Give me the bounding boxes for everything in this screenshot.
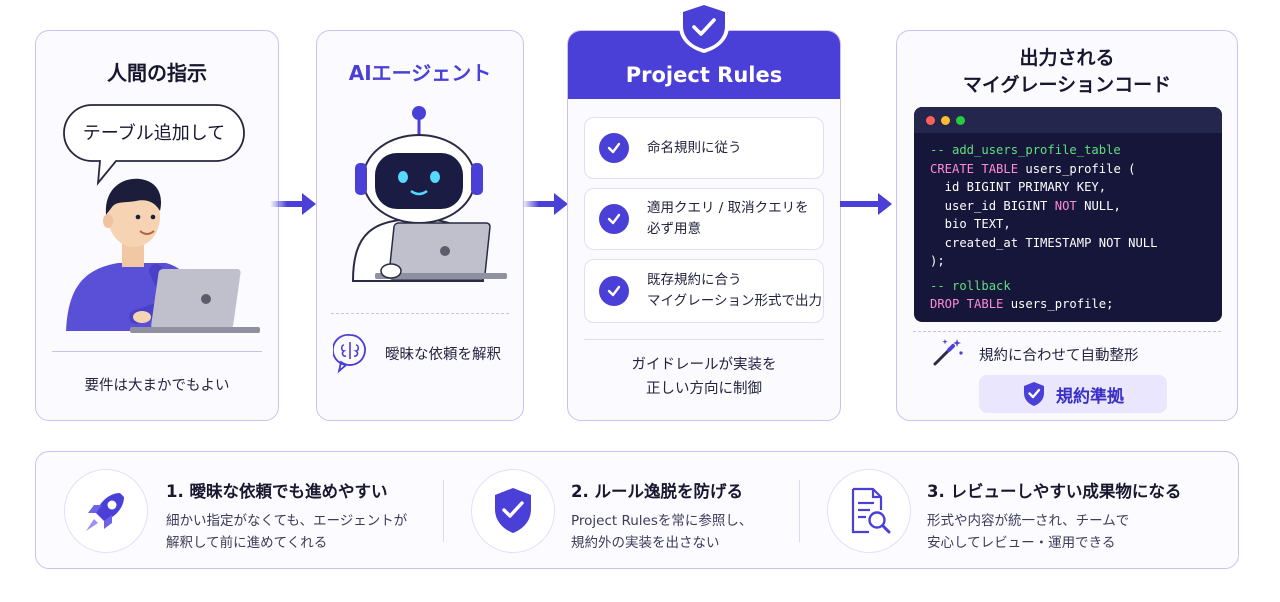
speech-bubble	[63, 104, 245, 186]
code-keyword: DROP TABLE	[930, 297, 1004, 311]
feature-divider	[443, 480, 444, 542]
code-keyword: NOT	[1054, 198, 1077, 213]
shield-check-icon	[495, 488, 531, 533]
close-dot-icon	[926, 116, 935, 125]
agent-divider	[331, 313, 509, 314]
rule-item-text: 適用クエリ / 取消クエリを 必ず用意	[647, 200, 809, 237]
person-laptop-illustration	[66, 178, 260, 333]
feature-title: 1. 曖昧な依頼でも進めやすい	[166, 482, 388, 501]
shield-check-icon	[679, 1, 729, 53]
shield-check-icon	[1024, 382, 1044, 406]
code-line: bio TEXT,	[930, 217, 1011, 231]
compliance-badge: 規約準拠	[979, 375, 1167, 413]
format-caption: 規約に合わせて自動整形	[979, 348, 1139, 364]
compliance-badge-label: 規約準拠	[1056, 386, 1124, 407]
feature-icon-circle	[827, 469, 911, 553]
feature-description: 細かい指定がなくても、エージェントが 解釈して前に進めてくれる	[166, 513, 408, 551]
code-text: user_id BIGINT	[930, 198, 1055, 213]
human-panel-title: 人間の指示	[107, 61, 207, 85]
feature-icon-circle	[471, 469, 555, 553]
agent-panel: AIエージェント 曖昧な依頼を解釈	[316, 30, 524, 421]
flow-arrow-2	[522, 193, 568, 215]
check-icon	[599, 133, 629, 163]
code-keyword: CREATE TABLE	[930, 161, 1019, 176]
rules-panel: Project Rules 命名規則に従う 適用クエリ / 取消クエリを 必ず用…	[567, 30, 841, 421]
code-window-titlebar	[914, 107, 1222, 133]
rule-item: 命名規則に従う	[584, 117, 824, 179]
check-icon	[599, 276, 629, 306]
features-bar: 1. 曖昧な依頼でも進めやすい 細かい指定がなくても、エージェントが 解釈して前…	[35, 451, 1239, 569]
document-search-icon	[851, 487, 891, 534]
output-panel: 出力される マイグレーションコード -- add_users_profile_t…	[896, 30, 1238, 421]
rules-divider	[584, 339, 824, 340]
rule-item-text: 命名規則に従う	[647, 139, 742, 156]
code-text: users_profile;	[1003, 297, 1114, 311]
code-line: created_at TIMESTAMP NOT NULL	[930, 235, 1158, 250]
code-window: -- add_users_profile_table CREATE TABLE …	[914, 107, 1222, 322]
code-comment: -- add_users_profile_table	[930, 143, 1121, 157]
rule-item: 既存規約に合う マイグレーション形式で出力	[584, 259, 824, 323]
feature-description: Project Rulesを常に参照し、 規約外の実装を出さない	[571, 513, 753, 551]
feature-description: 形式や内容が統一され、チームで 安心してレビュー・運用できる	[927, 513, 1130, 551]
maximize-dot-icon	[956, 116, 965, 125]
output-panel-title: 出力される マイグレーションコード	[962, 47, 1172, 96]
code-text: NULL,	[1076, 198, 1121, 213]
rule-item: 適用クエリ / 取消クエリを 必ず用意	[584, 188, 824, 250]
feature-title: 2. ルール逸脱を防げる	[571, 482, 743, 501]
human-divider	[52, 351, 262, 352]
rules-panel-title: Project Rules	[625, 63, 783, 87]
feature-icon-circle	[64, 469, 148, 553]
minimize-dot-icon	[941, 116, 950, 125]
output-divider	[913, 331, 1221, 332]
agent-caption: 曖昧な依頼を解釈	[385, 347, 501, 363]
robot-laptop-illustration	[351, 106, 507, 282]
speech-bubble-text: テーブル追加して	[82, 123, 226, 144]
code-line: );	[930, 254, 945, 268]
magic-wand-icon	[933, 339, 963, 366]
rocket-icon	[86, 493, 124, 531]
agent-panel-title: AIエージェント	[348, 61, 492, 85]
rules-caption: ガイドレールが実装を 正しい方向に制御	[631, 357, 777, 397]
rule-item-text: 既存規約に合う マイグレーション形式で出力	[647, 272, 822, 309]
human-caption: 要件は大まかでもよい	[84, 378, 230, 394]
feature-title: 3. レビューしやすい成果物になる	[927, 482, 1182, 501]
code-content: -- add_users_profile_table CREATE TABLE …	[914, 133, 1222, 314]
brain-chat-icon	[333, 334, 366, 373]
code-comment: -- rollback	[930, 278, 1011, 293]
feature-divider	[799, 480, 800, 542]
check-icon	[599, 204, 629, 234]
human-panel: 人間の指示 テーブル追加して 要件は大まかでもよい	[35, 30, 279, 421]
flow-arrow-1	[270, 193, 316, 215]
code-line: id BIGINT PRIMARY KEY,	[930, 180, 1107, 194]
flow-arrow-3	[840, 193, 892, 215]
code-text: users_profile (	[1018, 161, 1136, 176]
